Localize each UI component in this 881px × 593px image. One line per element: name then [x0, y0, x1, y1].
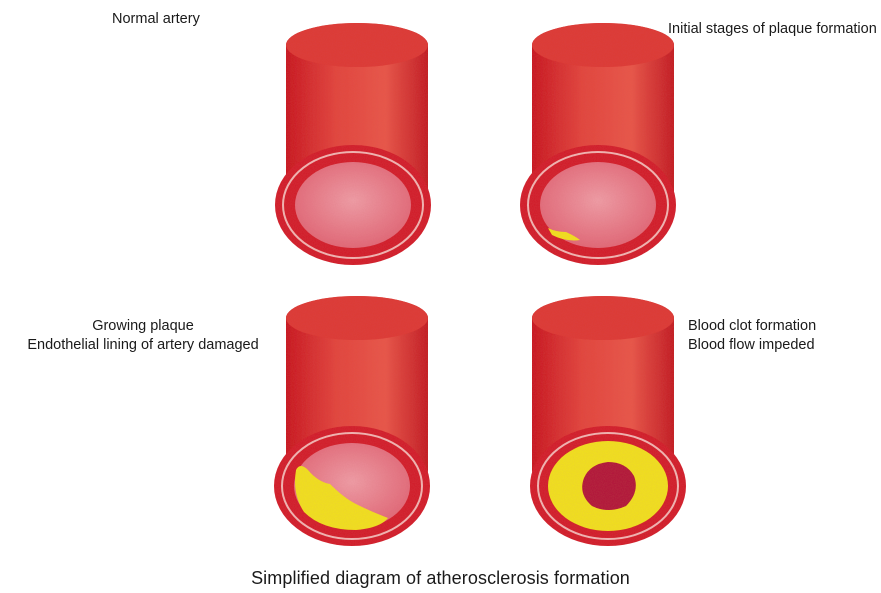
artery-initial-plaque — [520, 23, 676, 265]
label-blood-clot: Blood clot formation Blood flow impeded — [688, 317, 816, 355]
blood-clot — [582, 462, 636, 510]
label-line: Initial stages of plaque formation — [668, 20, 877, 39]
label-line: Blood flow impeded — [688, 336, 816, 355]
label-line: Endothelial lining of artery damaged — [8, 336, 278, 355]
artery-growing-plaque — [274, 296, 430, 546]
label-normal-artery: Normal artery — [112, 10, 200, 29]
label-line: Normal artery — [112, 10, 200, 29]
label-initial-plaque: Initial stages of plaque formation — [668, 20, 877, 39]
artery-blood-clot — [530, 296, 686, 546]
label-growing-plaque: Growing plaque Endothelial lining of art… — [8, 317, 278, 355]
figure-caption: Simplified diagram of atherosclerosis fo… — [0, 568, 881, 589]
label-line: Blood clot formation — [688, 317, 816, 336]
label-line: Growing plaque — [8, 317, 278, 336]
artery-normal — [275, 23, 431, 265]
